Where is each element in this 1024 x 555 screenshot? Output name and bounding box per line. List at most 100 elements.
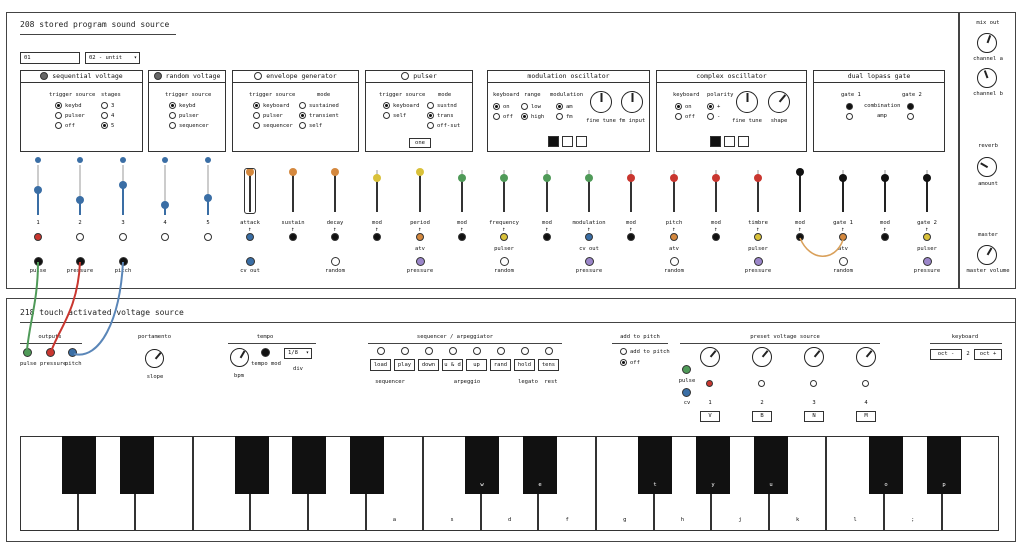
channel-b-knob[interactable] bbox=[977, 68, 997, 88]
mod-jack[interactable] bbox=[246, 233, 254, 241]
seq-trigger-pulser[interactable]: pulser bbox=[55, 112, 85, 119]
lpg-gate1-combination-radio[interactable] bbox=[846, 103, 853, 110]
cplx-wave-pulse-button[interactable] bbox=[710, 136, 721, 147]
mod-fm[interactable]: fm bbox=[556, 113, 573, 120]
add-to-pitch-off[interactable]: off bbox=[620, 359, 640, 366]
pv-key-button[interactable]: V bbox=[700, 411, 720, 422]
slider-thumb[interactable] bbox=[839, 174, 847, 182]
env-mode-self[interactable]: self bbox=[299, 122, 322, 129]
pulser-mode-sustnd[interactable]: sustnd bbox=[427, 102, 457, 109]
mod-jack[interactable] bbox=[76, 233, 84, 241]
mod-jack[interactable] bbox=[796, 233, 804, 241]
patch-jack[interactable] bbox=[923, 257, 932, 266]
cplx-wave-tri-button[interactable] bbox=[738, 136, 749, 147]
slider-track[interactable] bbox=[164, 165, 166, 215]
seq-trigger-keybd[interactable]: keybd bbox=[55, 102, 82, 109]
slider-thumb[interactable] bbox=[373, 174, 381, 182]
pulser-trigger-self[interactable]: self bbox=[383, 112, 406, 119]
rand-trigger-pulser[interactable]: pulser bbox=[169, 112, 199, 119]
pv-key-button[interactable]: B bbox=[752, 411, 772, 422]
rand-trigger-sequencer[interactable]: sequencer bbox=[169, 122, 209, 129]
slider-thumb[interactable] bbox=[627, 174, 635, 182]
env-trigger-pulser[interactable]: pulser bbox=[253, 112, 283, 119]
mod-jack[interactable] bbox=[500, 233, 508, 241]
env-trigger-keyboard[interactable]: keyboard bbox=[253, 102, 290, 109]
seq-trigger-off[interactable]: off bbox=[55, 122, 75, 129]
env-mode-sustained[interactable]: sustained bbox=[299, 102, 339, 109]
env-trigger-sequencer[interactable]: sequencer bbox=[253, 122, 293, 129]
seq-indicator[interactable] bbox=[425, 347, 433, 355]
black-key[interactable] bbox=[120, 436, 154, 494]
slider-thumb[interactable] bbox=[923, 174, 931, 182]
slider-thumb[interactable] bbox=[754, 174, 762, 182]
mod-wave-square-button[interactable] bbox=[562, 136, 573, 147]
lpg-gate2-combination-radio[interactable] bbox=[907, 103, 914, 110]
mod-jack[interactable] bbox=[289, 233, 297, 241]
slider-thumb[interactable] bbox=[585, 174, 593, 182]
seq-button[interactable]: up bbox=[466, 359, 487, 371]
mod-jack[interactable] bbox=[670, 233, 678, 241]
seq-button[interactable]: down bbox=[418, 359, 439, 371]
rand-trigger-keybd[interactable]: keybd bbox=[169, 102, 196, 109]
patch-jack[interactable] bbox=[246, 257, 255, 266]
slider-thumb[interactable] bbox=[331, 168, 339, 176]
slider-thumb[interactable] bbox=[34, 186, 42, 194]
env-mode-transient[interactable]: transient bbox=[299, 112, 339, 119]
patch-jack[interactable] bbox=[670, 257, 679, 266]
slider-thumb[interactable] bbox=[289, 168, 297, 176]
black-key[interactable] bbox=[235, 436, 269, 494]
pulser-mode-trans[interactable]: trans bbox=[427, 112, 454, 119]
seq-indicator[interactable] bbox=[545, 347, 553, 355]
mod-range-high[interactable]: high bbox=[521, 113, 544, 120]
patch-jack[interactable] bbox=[416, 257, 425, 266]
slider-thumb[interactable] bbox=[76, 196, 84, 204]
seq-button[interactable]: hold bbox=[514, 359, 535, 371]
slider-thumb[interactable] bbox=[796, 168, 804, 176]
seq-stage-5[interactable]: 5 bbox=[101, 122, 114, 129]
channel-a-knob[interactable] bbox=[977, 33, 997, 53]
slider-thumb[interactable] bbox=[416, 168, 424, 176]
pv-knob[interactable] bbox=[804, 347, 824, 367]
seq-indicator[interactable] bbox=[521, 347, 529, 355]
seq-button[interactable]: tens bbox=[538, 359, 559, 371]
black-key[interactable] bbox=[62, 436, 96, 494]
output-pitch-jack[interactable] bbox=[68, 348, 77, 357]
octave-down-button[interactable]: oct - bbox=[930, 349, 962, 360]
black-key[interactable] bbox=[465, 436, 499, 494]
lpg-gate2-amp-radio[interactable] bbox=[907, 113, 914, 120]
mod-am[interactable]: am bbox=[556, 103, 573, 110]
slider-thumb[interactable] bbox=[204, 193, 212, 202]
mod-jack[interactable] bbox=[754, 233, 762, 241]
seq-button[interactable]: load bbox=[370, 359, 391, 371]
mod-wave-tri-button[interactable] bbox=[576, 136, 587, 147]
mod-keyboard-off[interactable]: off bbox=[493, 113, 513, 120]
pv-key-button[interactable]: N bbox=[804, 411, 824, 422]
mod-jack[interactable] bbox=[204, 233, 212, 241]
pulser-enable-indicator[interactable] bbox=[401, 72, 410, 80]
seq-indicator[interactable] bbox=[377, 347, 385, 355]
pv-indicator[interactable] bbox=[758, 380, 765, 387]
cplx-polarity-plus[interactable]: + bbox=[707, 103, 720, 110]
mod-jack[interactable] bbox=[373, 233, 381, 241]
mod-keyboard-on[interactable]: on bbox=[493, 103, 510, 110]
mod-jack[interactable] bbox=[161, 233, 169, 241]
slider-thumb[interactable] bbox=[881, 174, 889, 182]
mod-jack[interactable] bbox=[416, 233, 424, 241]
pv-pulse-jack[interactable] bbox=[682, 365, 691, 374]
slider-thumb[interactable] bbox=[670, 174, 678, 182]
add-to-pitch-on[interactable]: add to pitch bbox=[620, 348, 670, 355]
cplx-keyboard-off[interactable]: off bbox=[675, 113, 695, 120]
pv-knob[interactable] bbox=[856, 347, 876, 367]
pv-key-button[interactable]: M bbox=[856, 411, 876, 422]
mod-fine-tune-knob[interactable] bbox=[590, 91, 612, 113]
pv-knob[interactable] bbox=[700, 347, 720, 367]
slider-thumb[interactable] bbox=[246, 168, 254, 176]
patch-jack[interactable] bbox=[331, 257, 340, 266]
cplx-wave-square-button[interactable] bbox=[724, 136, 735, 147]
cplx-shape-knob[interactable] bbox=[768, 91, 790, 113]
slider-thumb[interactable] bbox=[119, 181, 127, 189]
env-enable-indicator[interactable] bbox=[254, 72, 263, 80]
black-key[interactable] bbox=[696, 436, 730, 494]
mod-range-low[interactable]: low bbox=[521, 103, 541, 110]
pv-indicator[interactable] bbox=[862, 380, 869, 387]
